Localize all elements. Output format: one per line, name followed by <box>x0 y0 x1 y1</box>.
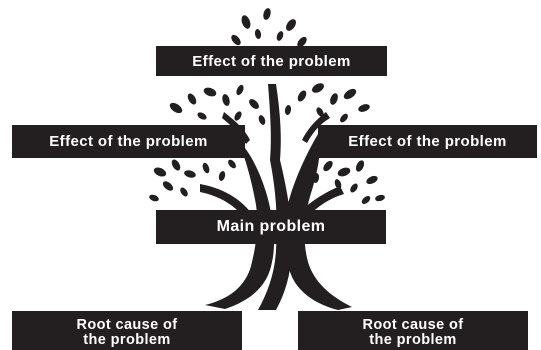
tree-trunk <box>200 84 352 310</box>
root-cause-left-line2: the problem <box>83 332 171 348</box>
root-cause-label-right: Root cause of the problem <box>298 311 528 350</box>
tree-leaves <box>149 8 385 204</box>
root-cause-right-line2: the problem <box>369 332 457 348</box>
effect-label-left: Effect of the problem <box>12 125 245 158</box>
root-cause-label-left: Root cause of the problem <box>12 311 242 350</box>
root-cause-left-line1: Root cause of <box>76 317 178 333</box>
effect-label-top: Effect of the problem <box>156 46 387 76</box>
main-problem-label: Main problem <box>156 210 386 244</box>
effect-label-right: Effect of the problem <box>318 125 537 158</box>
root-cause-right-line1: Root cause of <box>362 317 464 333</box>
